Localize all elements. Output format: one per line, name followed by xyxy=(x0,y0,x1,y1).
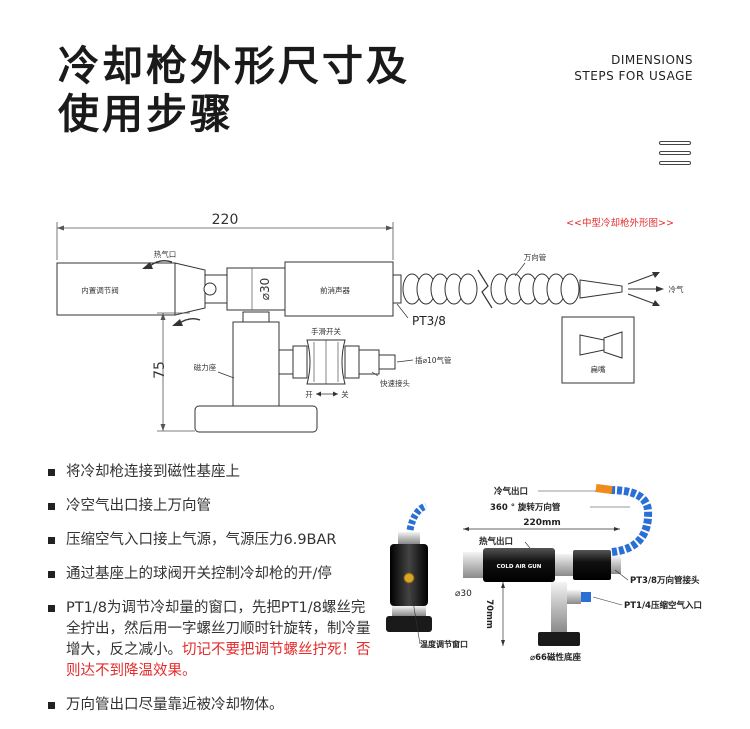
label-cold-outlet: 冷气出口 xyxy=(494,486,528,497)
drawing-caption: <<中型冷却枪外形图>> xyxy=(566,217,674,229)
step-item: 通过基座上的球阀开关控制冷却枪的开/停 xyxy=(48,564,378,585)
label-360: 360 ° 旋转万向管 xyxy=(490,502,561,513)
subtitle-line-1: DIMENSIONS xyxy=(611,53,693,67)
step-item: 冷空气出口接上万向管 xyxy=(48,496,378,517)
subtitle-line-2: STEPS FOR USAGE xyxy=(574,69,693,83)
label-valve: 内置调节阀 xyxy=(81,285,119,295)
page-title: 冷却枪外形尺寸及 使用步骤 xyxy=(58,42,410,138)
step-item: PT1/8为调节冷却量的窗口，先把PT1/8螺丝完全拧出，然后用一字螺丝刀顺时针… xyxy=(48,598,378,682)
label-direction-pipe: 万向管 xyxy=(524,252,547,262)
dim-height: 75 xyxy=(152,361,168,379)
dim-diameter: ⌀30 xyxy=(258,278,272,301)
gun-horizontal-view: COLD AIR GUN 220mm 冷气出口 360 ° 旋转万向管 热气出口… xyxy=(463,484,702,663)
label-open: 开 xyxy=(305,390,313,399)
step-warning: 切记不要把调节螺丝拧死！否则达不到降温效果。 xyxy=(66,642,371,679)
label-hand-switch: 手滑开关 xyxy=(311,326,341,336)
label-hot-outlet: 热气口 xyxy=(154,249,177,259)
title-line-2: 使用步骤 xyxy=(58,90,234,138)
brand-text: COLD AIR GUN xyxy=(497,564,542,570)
step-item: 万向管出口尽量靠近被冷却物体。 xyxy=(48,695,378,716)
label-quick-joint: 快速接头 xyxy=(380,378,410,388)
label-magnet-base: 磁力座 xyxy=(194,362,217,372)
dim-70mm: 70mm xyxy=(484,599,494,629)
label-pt: PT3/8 xyxy=(412,314,446,328)
label-temp-window: 温度调节窗口 xyxy=(420,639,468,649)
gun-vertical-view: ⌀30 温度调节窗口 xyxy=(386,502,472,649)
label-hot-outlet-bottom: 热气出口 xyxy=(479,536,513,547)
title-line-1: 冷却枪外形尺寸及 xyxy=(58,42,410,90)
dim-length: 220 xyxy=(212,212,239,228)
product-illustration: ⌀30 温度调节窗口 COLD AIR GUN 220mm 冷气出口 360 °… xyxy=(386,484,702,663)
label-front-muffler: 前消声器 xyxy=(320,285,350,295)
label-nozzle: 扁嘴 xyxy=(591,364,606,374)
dim-220mm: 220mm xyxy=(523,518,561,528)
label-pt38: PT3/8万向管接头 xyxy=(630,575,700,586)
dimension-drawing: <<中型冷却枪外形图>> 220 内置调节阀 ⌀30 前消声器 热气口 xyxy=(56,212,684,433)
step-item: 将冷却枪连接到磁性基座上 xyxy=(48,462,378,483)
label-close: 关 xyxy=(341,389,349,399)
menu-icon[interactable] xyxy=(659,141,691,167)
label-pt14: PT1/4压缩空气入口 xyxy=(624,600,702,611)
page-subtitle: DIMENSIONS STEPS FOR USAGE xyxy=(574,52,693,84)
step-item: 压缩空气入口接上气源，气源压力6.9BAR xyxy=(48,530,378,551)
usage-steps: 将冷却枪连接到磁性基座上 冷空气出口接上万向管 压缩空气入口接上气源，气源压力6… xyxy=(48,462,378,729)
dim-66: ⌀66磁性底座 xyxy=(530,652,581,663)
label-plug: 插⌀10气管 xyxy=(415,355,452,365)
label-cold: 冷气 xyxy=(669,284,684,294)
dim-30: ⌀30 xyxy=(455,589,472,599)
